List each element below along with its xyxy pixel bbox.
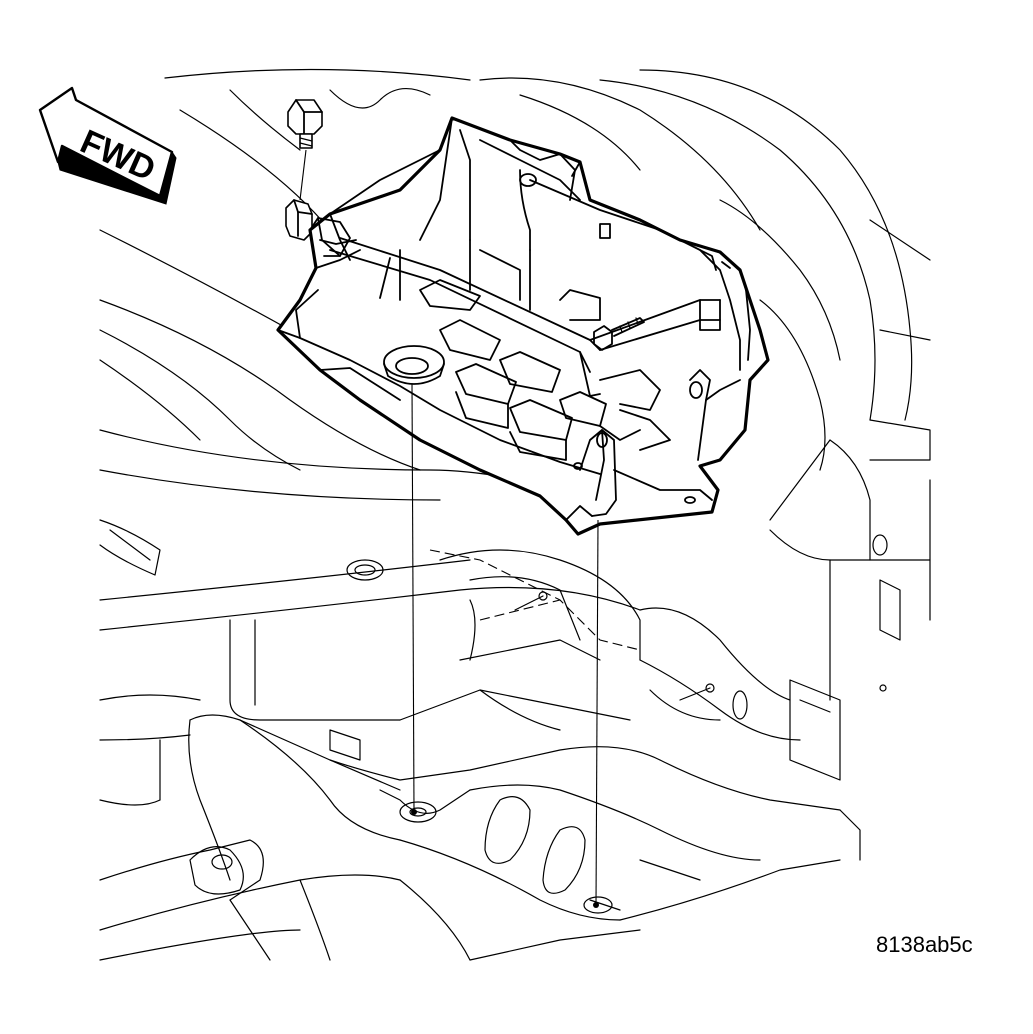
vehicle-body-structure bbox=[99, 68, 931, 961]
alignment-line-right bbox=[595, 519, 599, 906]
alignment-line-left bbox=[411, 383, 415, 813]
forward-direction-arrow-icon: FWD bbox=[38, 86, 177, 205]
nut-icon bbox=[285, 199, 313, 241]
bolt-icon bbox=[287, 99, 323, 149]
figure-id: 8138ab5c bbox=[876, 932, 973, 957]
battery-tray bbox=[276, 116, 770, 536]
alignment-point-left bbox=[411, 809, 417, 815]
alignment-point-right bbox=[593, 902, 599, 908]
